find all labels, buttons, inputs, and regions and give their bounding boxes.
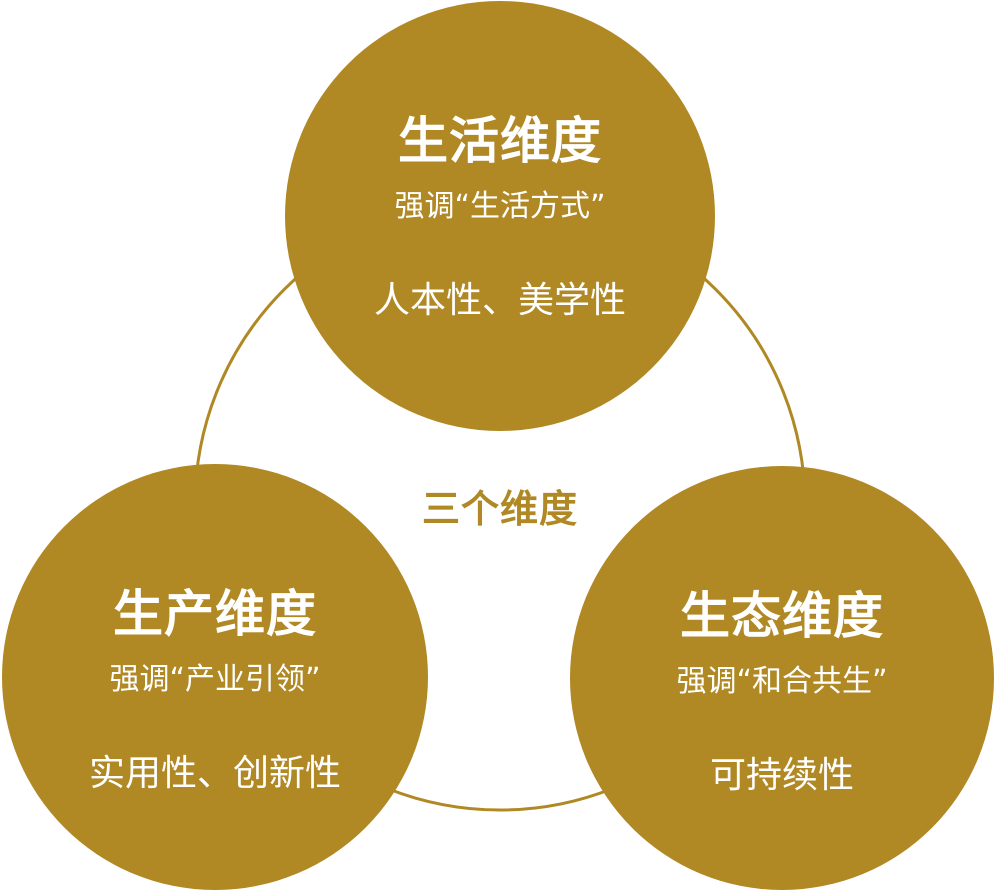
node-traits: 实用性、创新性 [88, 753, 341, 794]
node-title: 生态维度 [680, 587, 884, 645]
node-life: 生活维度 强调“生活方式” 人本性、美学性 [285, 1, 715, 431]
center-label: 三个维度 [421, 487, 578, 531]
node-subtitle: 强调“产业引领” [109, 662, 321, 697]
node-traits: 人本性、美学性 [373, 280, 626, 321]
node-title: 生产维度 [113, 585, 317, 643]
node-subtitle: 强调“生活方式” [394, 189, 606, 224]
node-ecology: 生态维度 强调“和合共生” 可持续性 [570, 466, 994, 890]
node-production: 生产维度 强调“产业引领” 实用性、创新性 [2, 464, 428, 890]
node-title: 生活维度 [398, 112, 602, 170]
node-subtitle: 强调“和合共生” [676, 664, 888, 699]
node-traits: 可持续性 [709, 755, 854, 796]
